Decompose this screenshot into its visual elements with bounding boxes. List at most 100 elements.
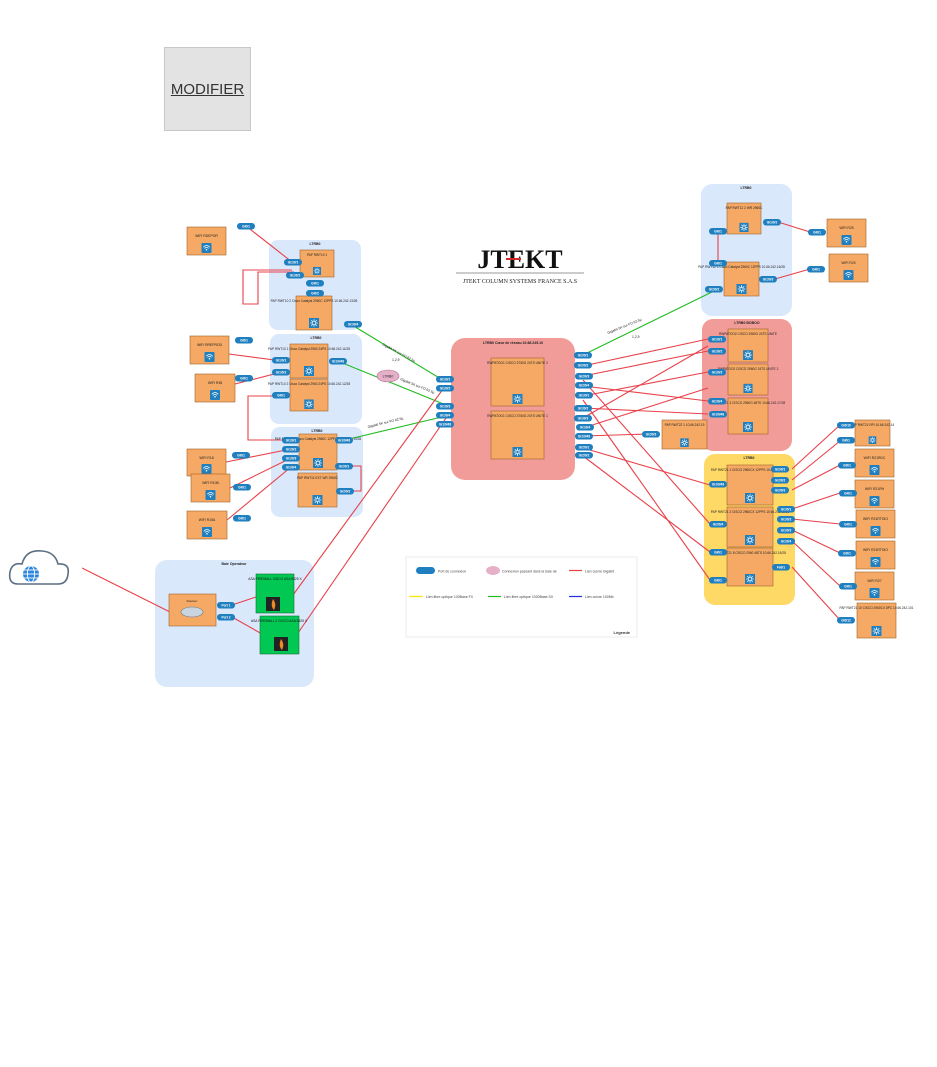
switch-icon: [680, 438, 689, 447]
copper-link: [582, 371, 709, 397]
copper-link: [225, 448, 292, 463]
port-badge: Gi0/1: [235, 337, 253, 344]
wifi-icon: [210, 390, 220, 400]
switch-device[interactable]: RWPATOO2 CISCO 2960G 24TS UNITE: [719, 328, 777, 363]
router-icon: [180, 606, 204, 618]
switch-label: PAP RWT21 1 CISCO 2960CX 12PPS 10.66.242…: [711, 468, 790, 472]
jtekt-logo: JTEKT JTEKT COLUMN SYSTEMS FRANCE S.A.S: [456, 245, 584, 285]
switch-device[interactable]: PAP RWT22 1 10.66.242.19: [661, 419, 708, 450]
wifi-access-point[interactable]: WIFI R20: [828, 253, 869, 283]
switch-icon: [745, 493, 755, 503]
switch-device[interactable]: PAP RWT21 RPI 10.66.242.14: [851, 419, 895, 447]
port-badge: Gi1/0/3: [708, 369, 726, 376]
port-label: Gi1/0/48: [338, 439, 350, 443]
port-badge: Gi0/1: [838, 550, 856, 557]
port-label: Gi0/1: [714, 579, 722, 583]
links: [81, 221, 841, 635]
port-badge: Gi1/0/4: [282, 464, 300, 471]
switch-device[interactable]: RWPATOO2 CISCO 2960G 24TS UNITE 2: [718, 363, 779, 396]
copper-link: [582, 455, 711, 553]
port-badge: Gi2/0/3: [771, 487, 789, 494]
switch-device[interactable]: PAP RWT12 2 WR 2960C: [726, 202, 764, 235]
port-label: Gi2/0/1: [579, 446, 590, 450]
switch-device[interactable]: PAP RWT10 1 Cisco Catalyst 2960 24PS 10.…: [268, 343, 350, 379]
copper-link: [226, 466, 292, 521]
area-title: LTRB0: [311, 429, 322, 433]
port-label: Gi2/0/2: [775, 479, 786, 483]
switch-device[interactable]: PAP RWT10 2 Cisco Catalyst 2960C 12PPS 1…: [271, 295, 358, 331]
port-label: Gi0/1: [844, 492, 852, 496]
wifi-icon: [201, 243, 212, 253]
port-badge: Gi1/0/3: [436, 403, 454, 410]
port-badge: Gi2/0/3: [575, 373, 593, 380]
switch-device[interactable]: PAP RWT21 8 CISCO 2960 48TS 10.66.242.15…: [714, 547, 786, 587]
port-label: Gi2/0/1: [775, 468, 786, 472]
port-label: Gi2/0/4: [713, 523, 724, 527]
port-badge: Gi2/0/2: [574, 362, 592, 369]
port-badge: Gi1/0/2: [574, 405, 592, 412]
switch-device[interactable]: PAP RWT12 1 Cisco Catalyst 2960C 12PPS 1…: [698, 261, 785, 297]
port-badge: Gi2/0/1: [574, 352, 592, 359]
switch-device[interactable]: RWPATOO1 CISCO 3750G 24TS UNITE 1: [487, 410, 548, 460]
wifi-access-point[interactable]: WIFI RDEPOR: [186, 226, 227, 256]
devices: PAP RWT10 1 PAP RWT10 2 Cisco Catalyst 29…: [268, 202, 914, 639]
wifi-label: WIFI R38: [208, 381, 222, 385]
wifi-access-point[interactable]: WIFI R10B: [190, 473, 231, 503]
switch-device[interactable]: PAP RWT21 10 CISCO 2960CX 8PC 10.66.242.…: [840, 602, 914, 639]
switch-device[interactable]: PAP RWT21 2 CISCO 2960CX 12PPS 10.66.242…: [711, 506, 790, 548]
wifi-access-point[interactable]: WIFI R27: [854, 571, 895, 601]
switch-device[interactable]: PAP RWT10 2 Cisco Catalyst 2960 24PS 10.…: [268, 378, 350, 412]
switch-device[interactable]: PAP RWT11 EXT WR 2960C: [297, 472, 339, 508]
port-badge: Gi1/0/48: [335, 437, 353, 444]
port-label: Gi1/0/2: [290, 274, 301, 278]
switch-icon: [304, 366, 314, 376]
switch-label: PAP RWT12 1 Cisco Catalyst 2960C 12PPS 1…: [698, 265, 785, 269]
switch-label: PAP RWT11 EXT WR 2960C: [297, 476, 339, 480]
wifi-icon: [205, 490, 216, 500]
switch-icon: [743, 383, 753, 394]
wifi-access-point[interactable]: WIFI R21RTOIO: [855, 540, 896, 570]
wifi-access-point[interactable]: WIFI R15A: [186, 510, 228, 540]
switch-icon: [871, 626, 882, 636]
wifi-label: WIFI R10B: [202, 481, 219, 485]
switch-label: RWPATOO1 CISCO 3750G 24TS UNITE 2: [487, 361, 548, 365]
port-badge: Port 1: [217, 602, 235, 609]
modify-button[interactable]: MODIFIER: [164, 47, 251, 131]
copper-link: [231, 616, 263, 635]
copper-link: [582, 387, 709, 429]
switch-label: PAP RWT21 RPI 10.66.242.14: [851, 423, 895, 427]
port-label: Gi0/1: [844, 523, 852, 527]
switch-label: PAP RWT21 2 CISCO 2960CX 12PPS 10.66.242…: [711, 510, 790, 514]
wifi-access-point[interactable]: WIFI R38: [194, 373, 236, 403]
switch-icon: [868, 436, 877, 445]
port-badge: Gi1/0/1: [282, 437, 300, 444]
wifi-label: WIFI R27: [867, 579, 881, 583]
port-badge: Gi1/0/4: [436, 412, 454, 419]
wifi-access-point[interactable]: WIFI RREPROD: [189, 335, 230, 365]
switch-device[interactable]: RWPATOO1 CISCO 3750G 24TS UNITE 2: [487, 357, 548, 407]
switch-icon: [739, 222, 749, 233]
copper-link: [774, 268, 811, 280]
port-badge: Gi1/0/1: [436, 376, 454, 383]
copper-link: [81, 567, 171, 613]
port-badge: Gi0/1: [709, 549, 727, 556]
port-label: Gi1/0/4: [286, 466, 297, 470]
legend-yellow: Lien fibre optique 100Base FX: [426, 595, 474, 599]
port-label: Gi0/1: [238, 486, 246, 490]
port-label: Gi0/1: [240, 377, 248, 381]
port-badge: Gi1/0/3: [759, 276, 777, 283]
wifi-access-point[interactable]: WIFI R18: [186, 448, 227, 477]
wifi-access-point[interactable]: WIFI R21RH: [854, 479, 895, 509]
wifi-access-point[interactable]: WIFI R25: [826, 218, 867, 248]
switch-device[interactable]: PAP RWT11 1 Cisco Catalyst 2960C 12PPS 1…: [275, 433, 362, 471]
switch-device[interactable]: PAP RWT10 1: [299, 249, 335, 278]
wifi-label: WIFI R18: [199, 456, 213, 460]
wifi-access-point[interactable]: WIFI R21RTOIO: [855, 509, 896, 539]
switch-device[interactable]: PAP RWT21 1 CISCO 2960CX 12PPS 10.66.242…: [711, 464, 790, 506]
switch-icon: [745, 574, 755, 584]
wifi-access-point[interactable]: WIFI R21RDC: [854, 448, 895, 478]
fiber-link: [339, 361, 447, 406]
switch-device[interactable]: PAP RWT21 3 CISCO 2960G 48TS 10.66.242.1…: [711, 397, 785, 435]
switch-label: RWPATOO1 CISCO 3750G 24TS UNITE 1: [487, 414, 548, 418]
